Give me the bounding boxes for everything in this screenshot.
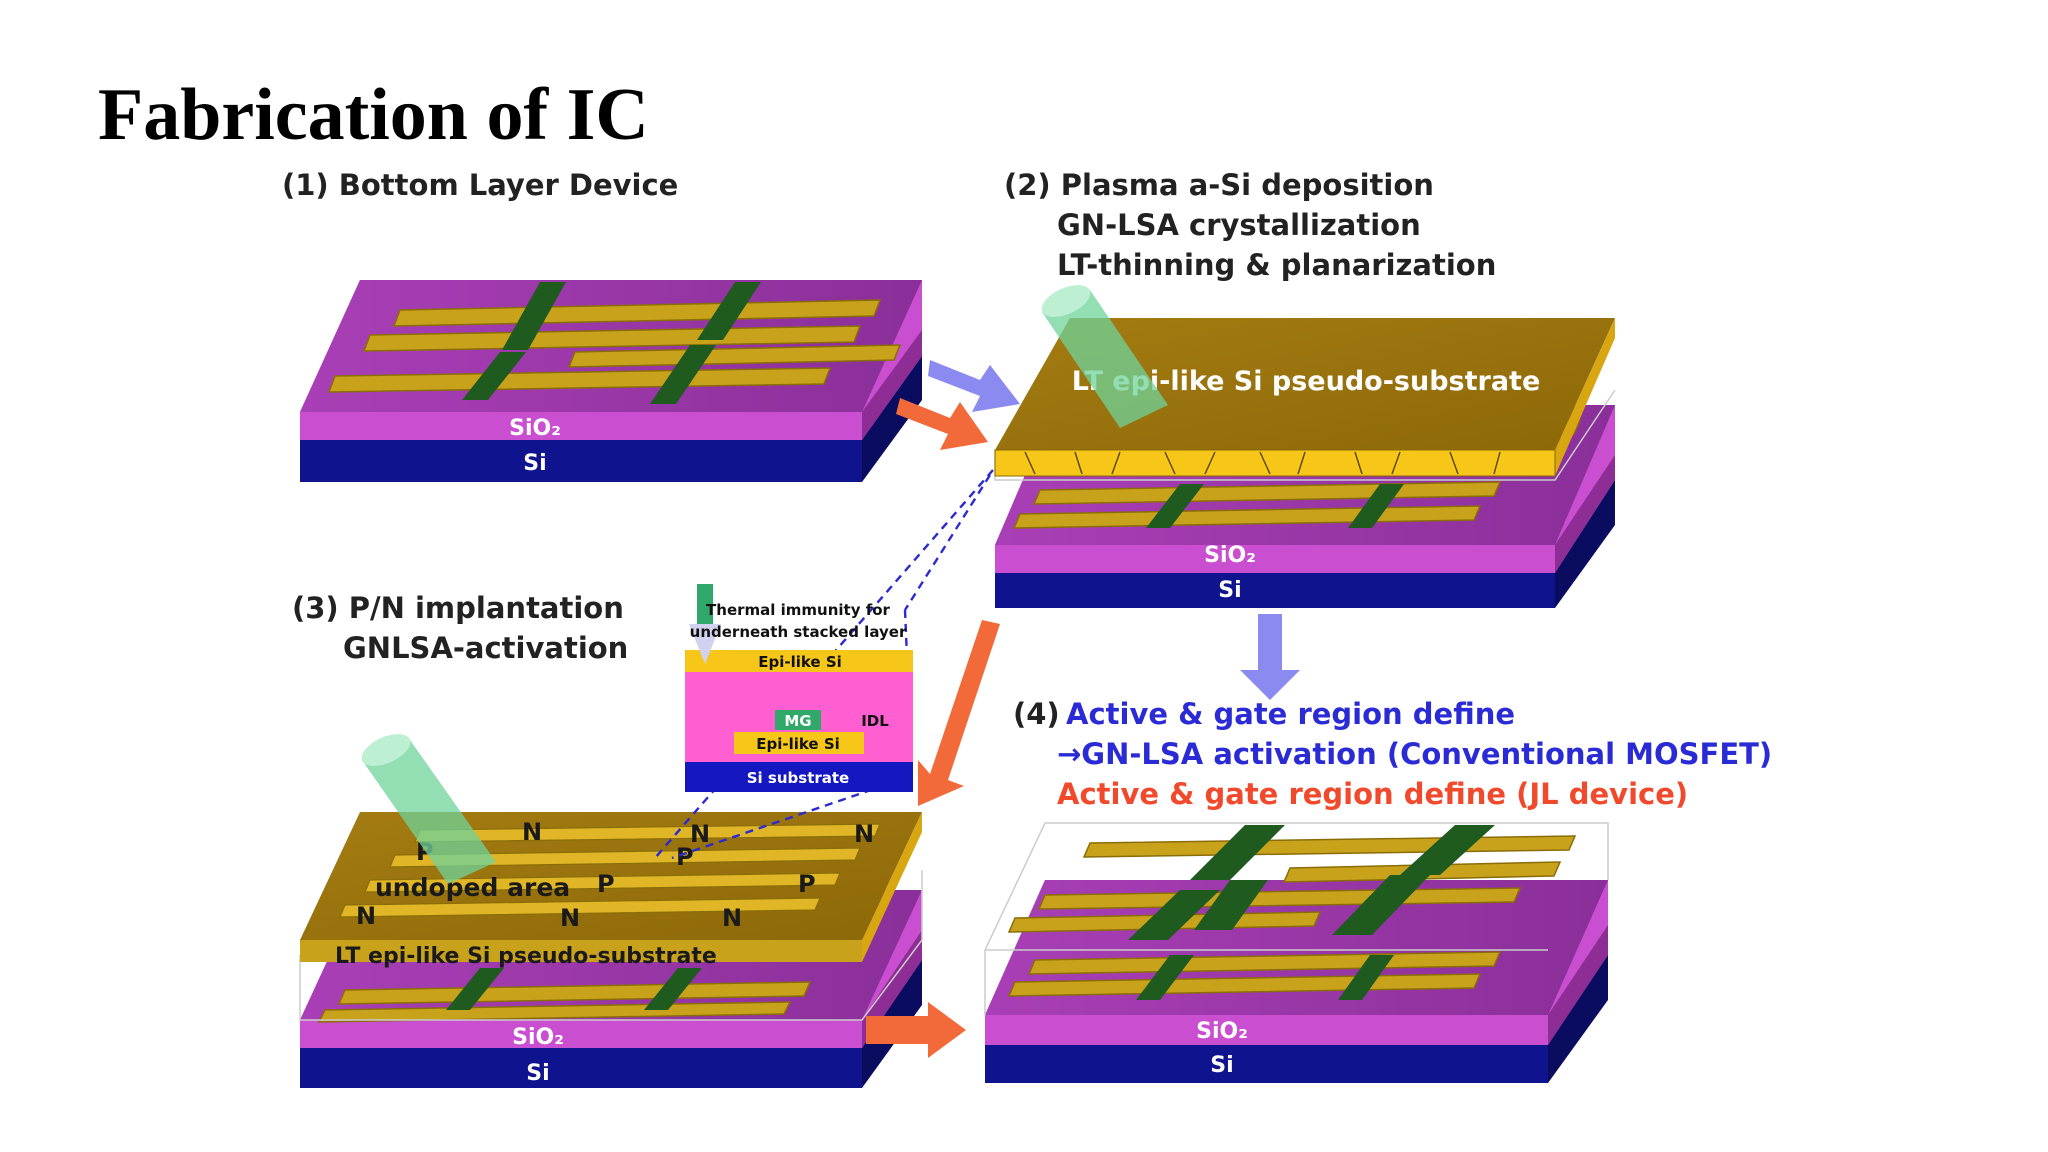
step4-line2: →GN-LSA activation (Conventional MOSFET) — [1057, 737, 1772, 771]
svg-text:N: N — [356, 902, 376, 930]
slide-title: Fabrication of IC — [98, 74, 649, 156]
si-side — [1555, 480, 1615, 608]
inset-mg-label: MG — [784, 712, 811, 730]
step3-line2: GNLSA-activation — [343, 631, 628, 665]
step4-prefix: (4) — [1013, 697, 1060, 731]
grain-boundaries — [1024, 451, 1501, 475]
laser-icon — [1041, 285, 1168, 428]
step4-line1: Active & gate region define — [1066, 697, 1515, 731]
box-outline — [299, 870, 923, 1021]
svg-text:N: N — [560, 904, 580, 932]
svg-text:P: P — [676, 843, 694, 871]
arrow-step2-to-step4-blue — [1240, 614, 1300, 700]
si-side — [1548, 955, 1608, 1083]
pseudo-substrate-side — [1555, 318, 1615, 476]
step4-caption: (4) Active & gate region define →GN-LSA … — [1013, 697, 1772, 811]
inset-substrate-label: Si substrate — [747, 769, 849, 787]
si-label: Si — [526, 1061, 549, 1086]
pseudo-substrate-top — [995, 318, 1615, 450]
arrow-step2-to-step3-red — [918, 620, 1000, 806]
gate-stacks — [446, 968, 702, 1010]
sio2-label: SiO₂ — [512, 1025, 564, 1050]
pseudo-substrate-front — [300, 940, 862, 962]
si-layer — [985, 1045, 1548, 1083]
gate-stacks — [1146, 484, 1404, 528]
mg-block — [775, 710, 821, 730]
sio2-label: SiO₂ — [509, 416, 561, 441]
si-layer — [300, 1048, 862, 1088]
inset-epi-bottom-label: Epi-like Si — [756, 735, 840, 753]
sio2-side — [862, 330, 922, 440]
gate-stacks-lower — [1136, 955, 1394, 1000]
epi-top-layer — [685, 650, 913, 672]
si-side — [862, 356, 922, 482]
arrow-step1-to-step2-blue — [928, 360, 1020, 412]
si-label: Si — [1210, 1053, 1233, 1078]
epi-bottom-layer — [734, 732, 864, 754]
gate-stacks-upper — [1128, 825, 1495, 940]
sio2-side — [1548, 925, 1608, 1045]
si-substrate-layer — [685, 762, 913, 792]
arrow-step1-to-step2-red — [896, 398, 988, 450]
gate-stacks — [462, 282, 761, 404]
step3-caption: (3) P/N implantation GNLSA-activation — [292, 591, 628, 665]
svg-text:N: N — [854, 820, 874, 848]
step1-line1: (1) Bottom Layer Device — [282, 168, 678, 202]
step2-line3: LT-thinning & planarization — [1057, 248, 1496, 282]
pseudo-substrate-label: LT epi-like Si pseudo-substrate — [335, 944, 717, 969]
sio2-side — [1555, 455, 1615, 573]
box-outline — [984, 822, 1609, 1015]
svg-text:N: N — [522, 818, 542, 846]
svg-text:N: N — [722, 904, 742, 932]
step3-device: SiO₂ Si N N N P P P P N N — [299, 734, 923, 1088]
si-label: Si — [523, 451, 546, 476]
inset-caption-2: underneath stacked layer — [690, 623, 907, 641]
step1-caption: (1) Bottom Layer Device — [282, 168, 678, 202]
pseudo-substrate-side — [862, 812, 922, 962]
arrow-step3-to-step4-red — [866, 1002, 966, 1058]
step2-caption: (2) Plasma a-Si deposition GN-LSA crysta… — [1004, 168, 1496, 282]
sio2-label: SiO₂ — [1196, 1019, 1248, 1044]
thermal-arrow-shaft — [697, 584, 713, 624]
sio2-label: SiO₂ — [1204, 543, 1256, 568]
inset-idl-label: IDL — [861, 712, 889, 730]
step2-device: SiO₂ Si LT epi-like Si pseudo-sub — [994, 285, 1616, 608]
si-label: Si — [1218, 578, 1241, 603]
grain-layer — [994, 449, 1556, 477]
step2-line2: GN-LSA crystallization — [1057, 208, 1421, 242]
svg-text:P: P — [798, 870, 816, 898]
svg-text:P: P — [597, 870, 615, 898]
inset-caption-1: Thermal immunity for — [706, 601, 890, 619]
thermal-arrow-head — [689, 624, 721, 664]
doped-lines — [339, 823, 881, 918]
si-layer — [300, 440, 862, 482]
undoped-area-label: undoped area — [375, 873, 570, 902]
si-layer — [995, 573, 1555, 608]
step4-device: SiO₂ Si — [984, 822, 1609, 1083]
step4-line3: Active & gate region define (JL device) — [1057, 777, 1688, 811]
step2-line1: (2) Plasma a-Si deposition — [1004, 168, 1434, 202]
laser-icon — [361, 734, 496, 884]
metal-lines — [327, 299, 902, 393]
step3-line1: (3) P/N implantation — [292, 591, 624, 625]
cross-section-inset: Thermal immunity for underneath stacked … — [685, 584, 913, 792]
inset-epi-top-label: Epi-like Si — [758, 653, 842, 671]
svg-text:N: N — [690, 820, 710, 848]
step1-device: SiO₂ Si — [300, 280, 922, 482]
